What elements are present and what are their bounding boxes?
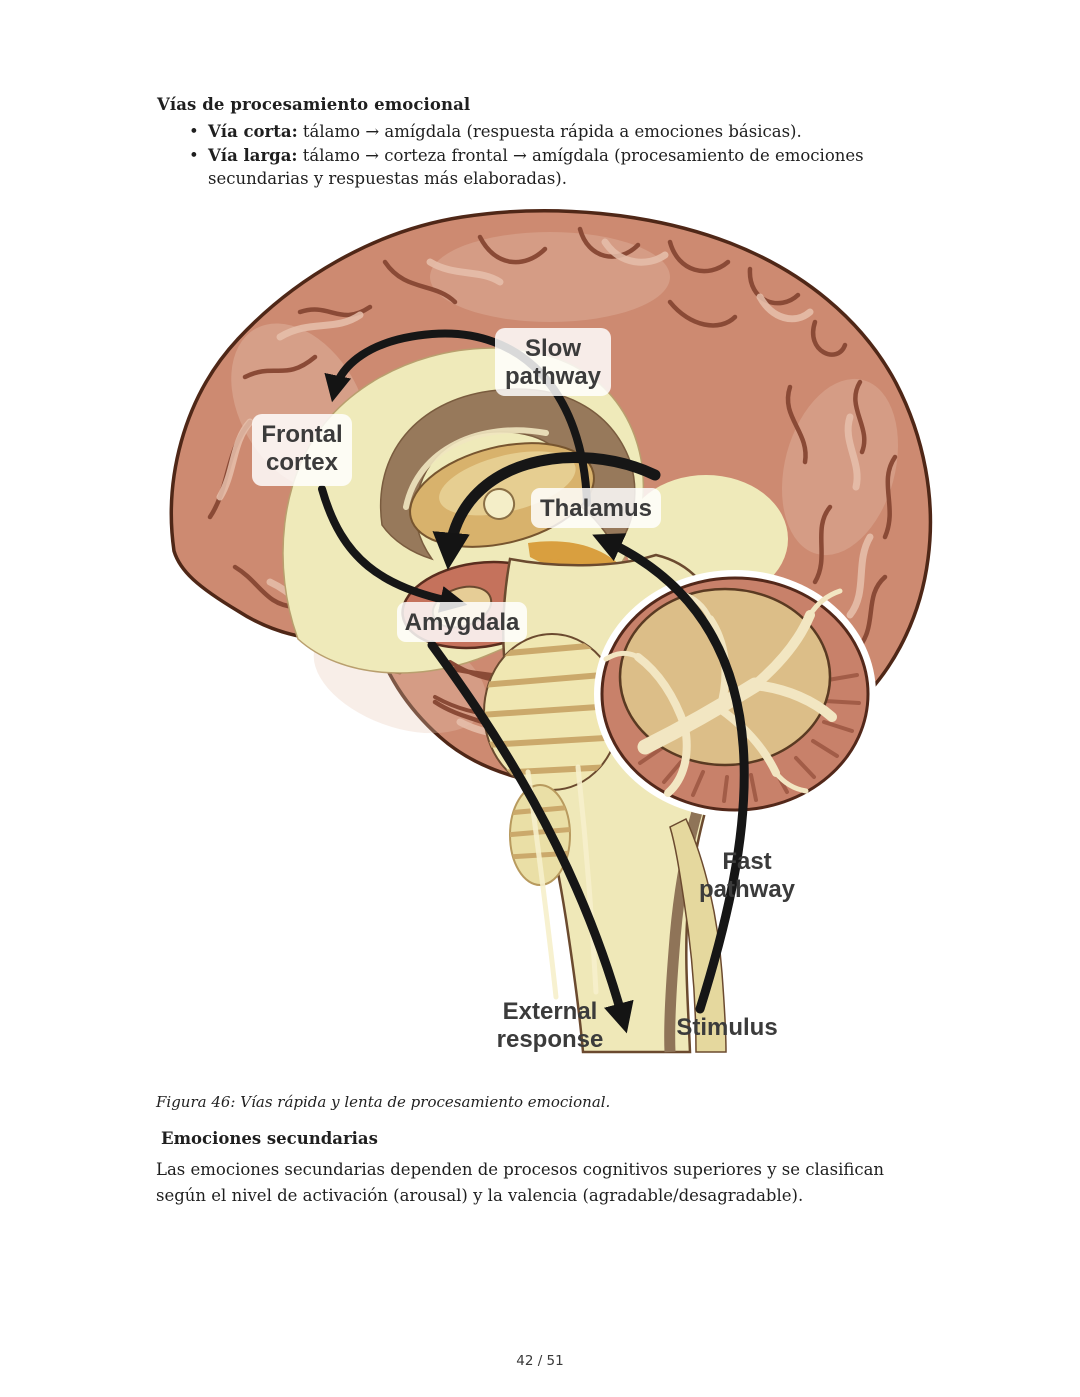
svg-text:Stimulus: Stimulus (676, 1014, 777, 1041)
bullet-list: • Vía corta: tálamo → amígdala (respuest… (189, 120, 879, 191)
label-bg (252, 414, 352, 486)
section-heading-emociones: Emociones secundarias (161, 1129, 378, 1148)
bullet-text: Vía larga: tálamo → corteza frontal → am… (208, 144, 879, 191)
svg-text:Amygdala: Amygdala (405, 609, 520, 636)
bullet-text: Vía corta: tálamo → amígdala (respuesta … (208, 120, 802, 144)
figure-caption: Figura 46: Vías rápida y lenta de proces… (156, 1093, 611, 1111)
interthalamic-adhesion (483, 487, 516, 520)
bullet-item-via-larga: • Vía larga: tálamo → corteza frontal → … (189, 144, 879, 191)
bullet-dot: • (189, 122, 199, 141)
bullet-body: tálamo → amígdala (respuesta rápida a em… (302, 122, 802, 141)
arrow-slow-pathway (324, 329, 591, 507)
pathway-arrows (318, 329, 749, 1034)
label-bg (531, 488, 661, 528)
bullet-dot: • (189, 145, 199, 165)
label-amygdala: Amygdala (397, 602, 527, 642)
section-body-emociones: Las emociones secundarias dependen de pr… (156, 1160, 885, 1205)
fornix-arc (403, 427, 549, 510)
bullet-label: Vía corta: (208, 122, 298, 141)
cerebellum-ribs (638, 673, 861, 803)
bullet-body: tálamo → corteza frontal → amígdala (pro… (208, 145, 864, 189)
bullet-label: Vía larga: (208, 145, 298, 165)
arrow-thalamus-to-amygdala (432, 452, 661, 571)
stem-tan-strip (669, 817, 727, 1053)
arrow-external-response (427, 640, 634, 1034)
page-number: 42 / 51 (516, 1353, 564, 1369)
arrow-frontal-to-amygdala (318, 485, 468, 613)
section-heading-vias: Vías de procesamiento emocional (157, 95, 471, 114)
label-stimulus: Stimulus (676, 1014, 777, 1041)
svg-text:Thalamus: Thalamus (540, 495, 652, 522)
label-bg (495, 328, 611, 396)
arrow-fast-pathway (592, 533, 749, 1014)
label-bg (397, 602, 527, 642)
stem-brown-streak (664, 781, 712, 1053)
bullet-item-via-corta: • Vía corta: tálamo → amígdala (respuest… (189, 120, 879, 144)
label-thalamus: Thalamus (531, 488, 661, 528)
